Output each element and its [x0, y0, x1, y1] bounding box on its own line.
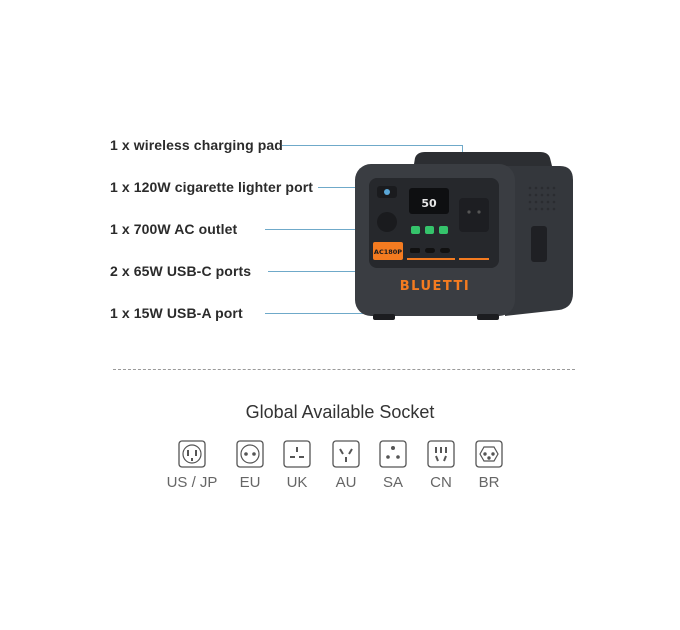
socket-uk: UK: [267, 440, 327, 491]
side-vents: [528, 186, 556, 211]
leader-line-usb-c: [268, 271, 413, 272]
button-indicator-2: [425, 226, 434, 234]
button-indicator-1: [411, 226, 420, 234]
usb-a-port: [410, 248, 420, 253]
socket-au: AU: [316, 440, 376, 491]
button-indicator-3: [439, 226, 448, 234]
side-port-cover: [531, 226, 547, 262]
br-socket-icon: [475, 440, 503, 468]
lcd-value: 50: [421, 197, 437, 210]
power-station-image: 50 AC180P BLUETTI: [355, 152, 573, 320]
brand-logo: BLUETTI: [400, 279, 471, 294]
model-badge-text: AC180P: [374, 248, 402, 256]
model-badge: [373, 242, 403, 260]
socket-list: US / JP EU UK AU SA: [0, 440, 680, 500]
socket-br: BR: [459, 440, 519, 491]
cn-socket-icon: [427, 440, 455, 468]
socket-label-au: AU: [335, 474, 357, 491]
ac-outlet: [459, 198, 489, 232]
power-indicator: [384, 189, 390, 195]
leader-line-wireless: [282, 145, 462, 146]
socket-label-sa: SA: [382, 474, 403, 491]
socket-eu: EU: [220, 440, 280, 491]
socket-us-jp: US / JP: [162, 440, 222, 491]
section-divider: [113, 369, 575, 370]
uk-socket-icon: [283, 440, 311, 468]
sa-socket-icon: [379, 440, 407, 468]
feature-wireless-pad: 1 x wireless charging pad: [110, 137, 283, 153]
feature-usb-a-port: 1 x 15W USB-A port: [110, 305, 243, 321]
lcd-display: [409, 188, 449, 214]
feature-cigarette-port: 1 x 120W cigarette lighter port: [110, 179, 314, 195]
cigarette-lighter-port: [377, 212, 397, 232]
usb-c-port-2: [440, 248, 450, 253]
feature-usb-c-ports: 2 x 65W USB-C ports: [110, 263, 252, 279]
usb-c-port-1: [425, 248, 435, 253]
socket-label-br: BR: [478, 474, 500, 491]
socket-label-eu: EU: [239, 474, 261, 491]
socket-label-us-jp: US / JP: [166, 474, 218, 491]
us-jp-socket-icon: [178, 440, 206, 468]
au-socket-icon: [332, 440, 360, 468]
socket-section-title: Global Available Socket: [245, 402, 435, 422]
socket-label-uk: UK: [286, 474, 308, 491]
socket-sa: SA: [363, 440, 423, 491]
eu-socket-icon: [236, 440, 264, 468]
accent-stripe-right: [459, 258, 489, 260]
leader-line-usb-a: [265, 313, 400, 314]
accent-stripe-left: [407, 258, 455, 260]
socket-label-cn: CN: [430, 474, 452, 491]
socket-cn: CN: [411, 440, 471, 491]
foot-left: [373, 314, 395, 320]
feature-ac-outlet: 1 x 700W AC outlet: [110, 221, 238, 237]
leader-line-cigarette: [318, 187, 386, 188]
foot-right: [477, 314, 499, 320]
